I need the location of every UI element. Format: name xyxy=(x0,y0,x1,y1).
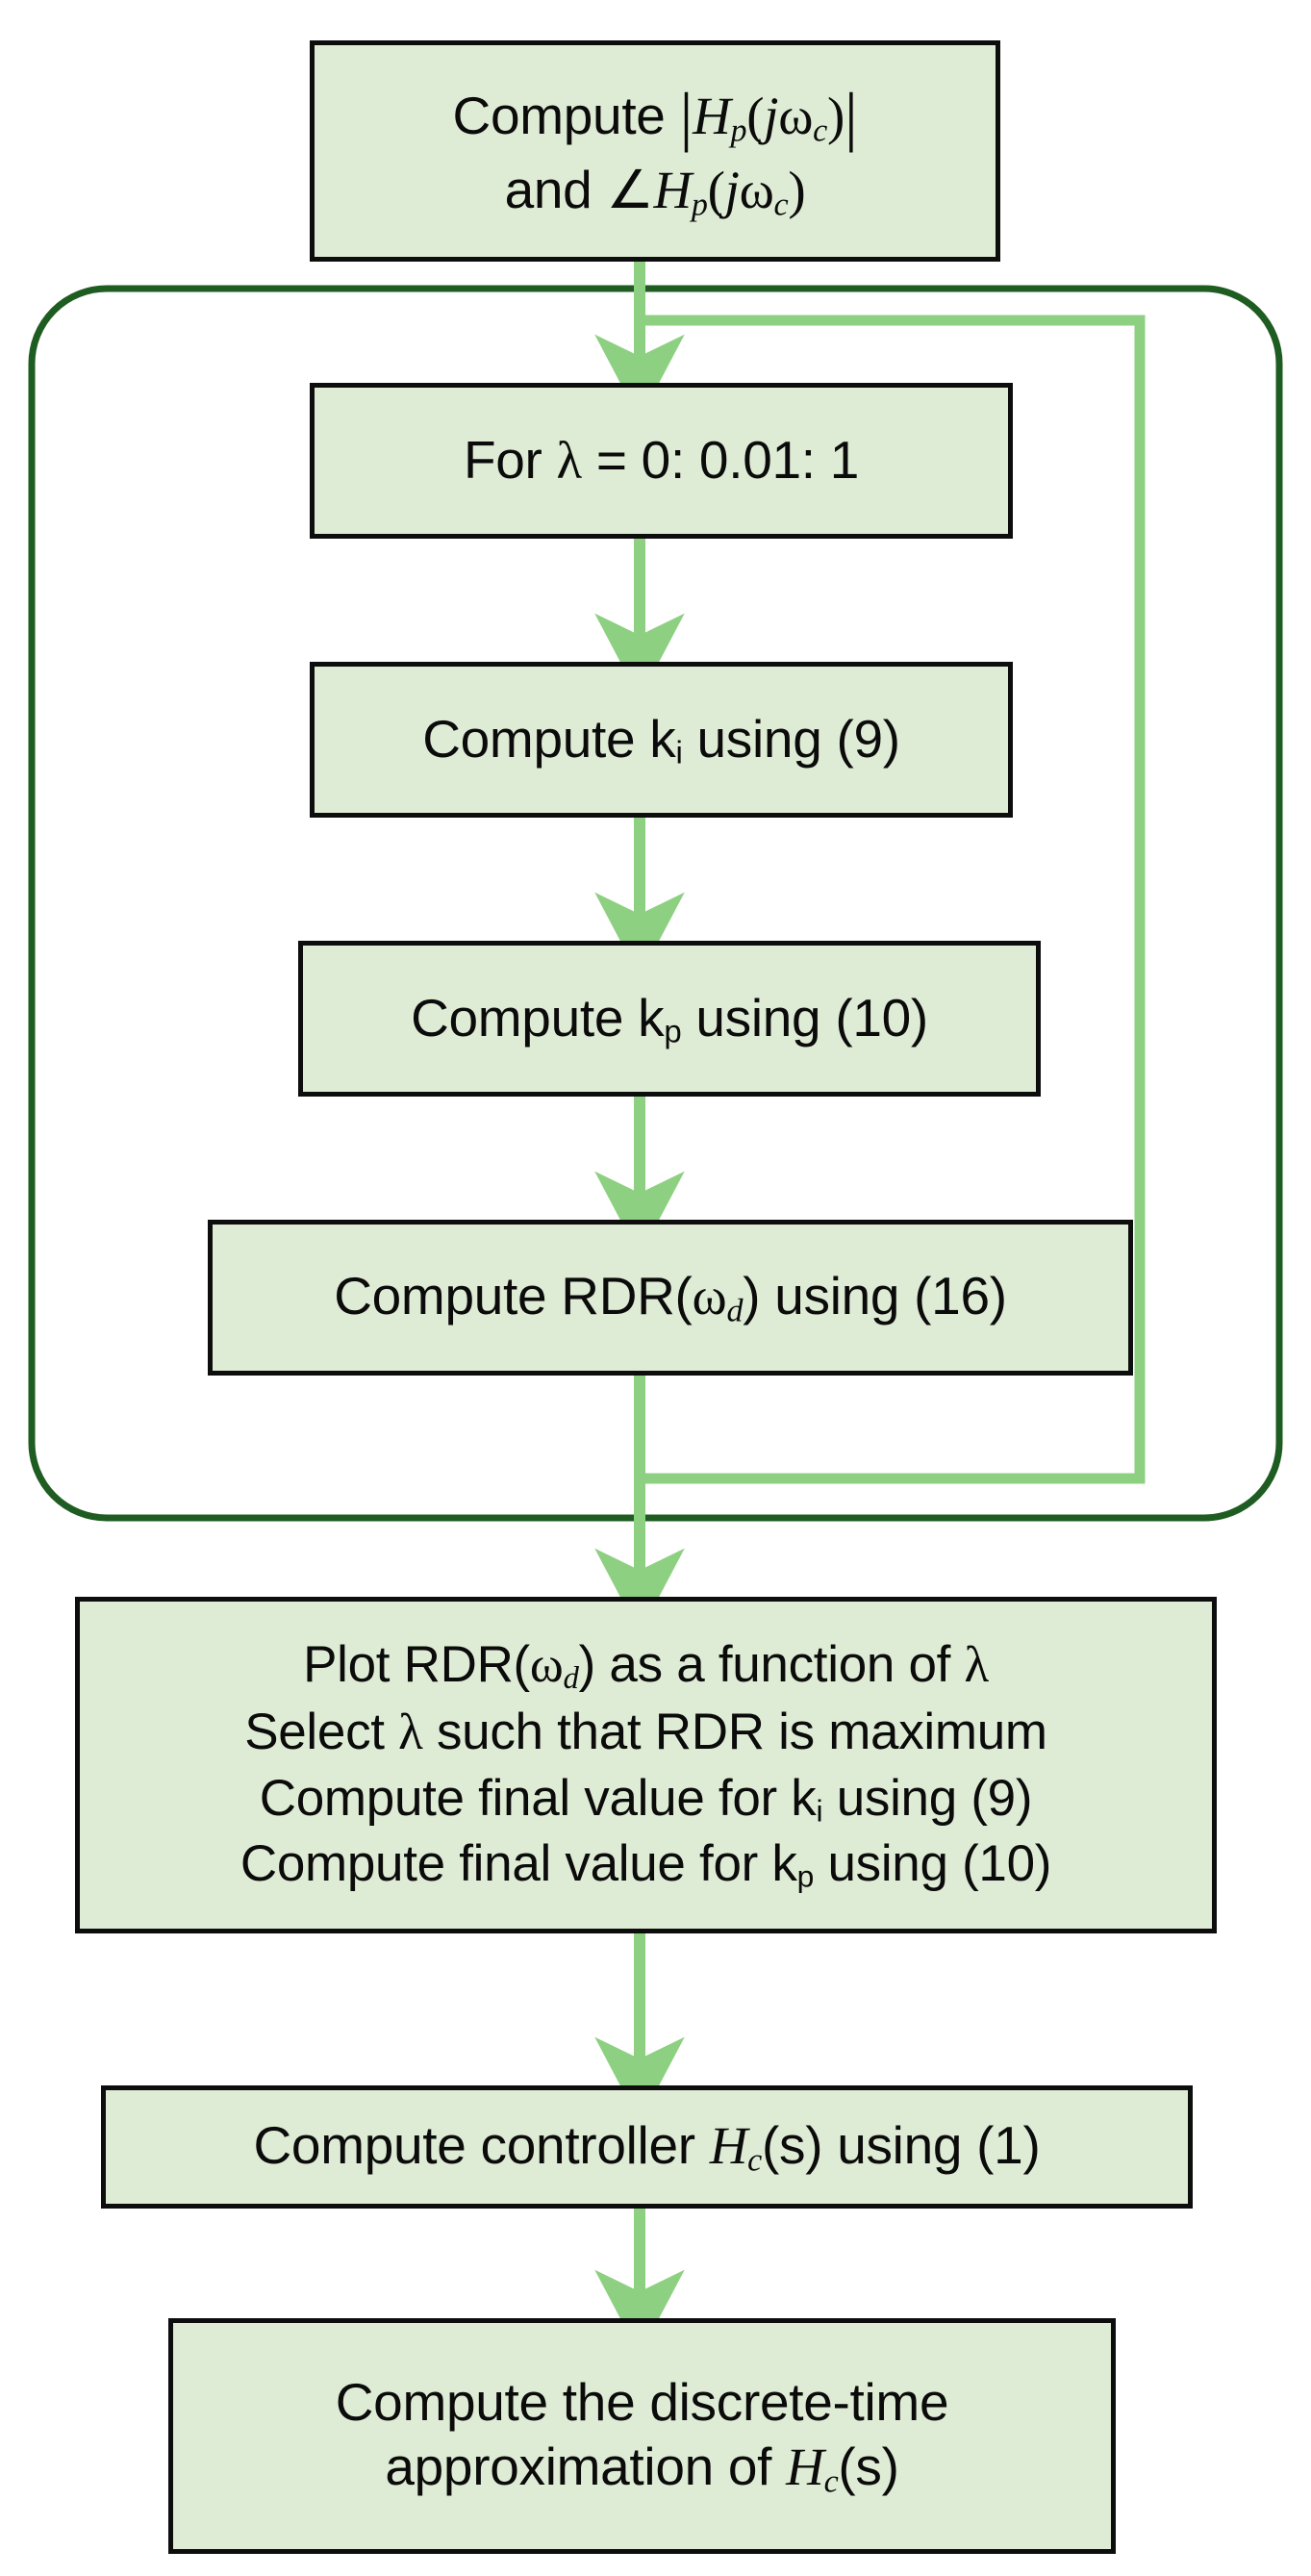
node-compute-kp[interactable]: Compute kp using (10) xyxy=(298,941,1041,1097)
node-compute-magnitude-phase[interactable]: Compute |Hp(jωc)| and ∠Hp(jωc) xyxy=(310,40,1000,262)
node-line: Compute controller Hc(s) using (1) xyxy=(253,2114,1041,2179)
node-discrete-approximation[interactable]: Compute the discrete-time approximation … xyxy=(168,2318,1116,2554)
node-compute-ki[interactable]: Compute ki using (9) xyxy=(310,662,1013,818)
abs-bar-close: | xyxy=(844,80,858,154)
node-line: Select λ such that RDR is maximum xyxy=(244,1703,1047,1760)
node-for-lambda[interactable]: For λ = 0: 0.01: 1 xyxy=(310,383,1013,539)
node-line: For λ = 0: 0.01: 1 xyxy=(463,430,860,491)
node-line: Compute kp using (10) xyxy=(411,988,928,1049)
node-compute-rdr[interactable]: Compute RDR(ωd) using (16) xyxy=(208,1220,1133,1376)
loop-feedback-path xyxy=(640,315,1146,1484)
node-line: approximation of Hc(s) xyxy=(385,2437,899,2500)
angle-icon: ∠ xyxy=(606,160,654,219)
node-line: Plot RDR(ωd) as a function of λ xyxy=(303,1635,989,1696)
loop-container-outline xyxy=(28,285,1283,1522)
node-line: Compute final value for kp using (10) xyxy=(240,1835,1052,1894)
node-line: Compute RDR(ωd) using (16) xyxy=(334,1265,1007,1329)
abs-bar-open: | xyxy=(679,80,693,154)
node-compute-controller[interactable]: Compute controller Hc(s) using (1) xyxy=(101,2085,1193,2209)
node-line: Compute final value for ki using (9) xyxy=(259,1769,1033,1828)
node-line: Compute the discrete-time xyxy=(335,2371,949,2432)
node-line: Compute ki using (9) xyxy=(422,709,900,770)
node-line: and ∠Hp(jωc) xyxy=(504,159,806,223)
node-plot-select-final[interactable]: Plot RDR(ωd) as a function of λ Select λ… xyxy=(75,1597,1217,1933)
node-line: Compute |Hp(jωc)| xyxy=(452,80,858,154)
